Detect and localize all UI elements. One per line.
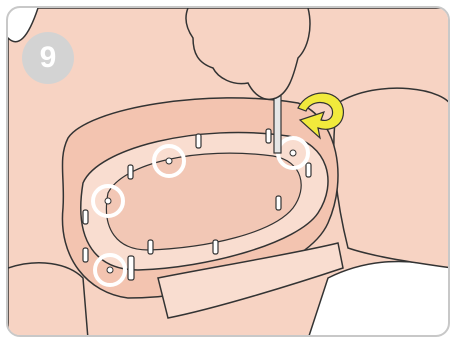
pin-hole (290, 150, 296, 156)
pin-hole (105, 198, 111, 204)
pin (196, 134, 201, 148)
shoulder-piece (334, 88, 450, 268)
assembly-illustration (8, 8, 450, 337)
tool-shaft (274, 93, 281, 153)
pin (83, 210, 88, 224)
pin (306, 163, 311, 177)
pin (213, 240, 218, 254)
pin (276, 196, 281, 210)
pin (128, 256, 134, 280)
pin (148, 240, 153, 254)
pin-hole (107, 267, 113, 273)
step-number-badge: 9 (22, 32, 74, 84)
step-number: 9 (40, 41, 57, 75)
pin (128, 165, 133, 179)
pin (83, 248, 88, 262)
left-arm (8, 263, 88, 337)
illustration-frame: 9 (6, 6, 450, 337)
pin-hole (166, 158, 172, 164)
pin (266, 129, 271, 143)
